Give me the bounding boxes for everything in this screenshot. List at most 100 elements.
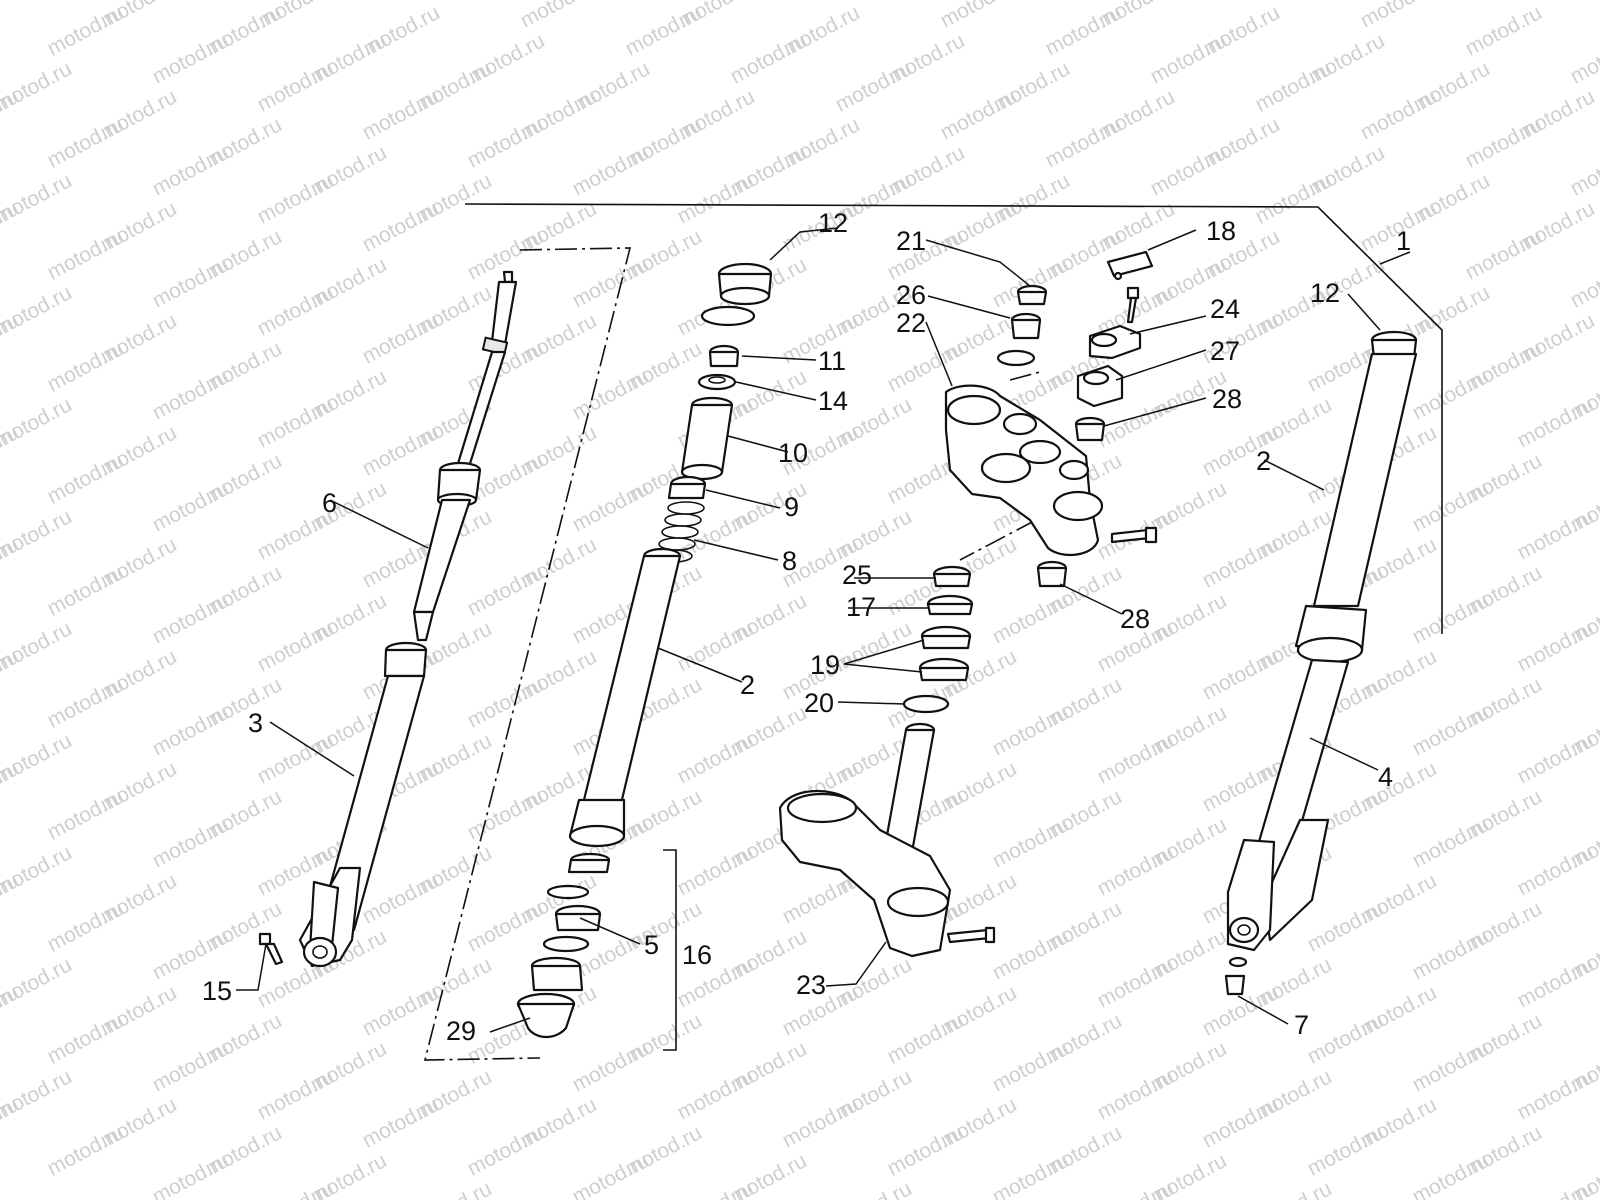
watermark-text: motod.ru	[254, 169, 338, 228]
callout-19: 19	[810, 650, 840, 680]
watermark-text: motod.ru	[1514, 393, 1598, 452]
watermark-text: motod.ru	[674, 169, 758, 228]
watermark-text: motod.ru	[359, 197, 443, 256]
watermark-text: motod.ru	[727, 29, 811, 88]
watermark-text: motod.ru	[569, 477, 653, 536]
watermark-text: motod.ru	[569, 365, 653, 424]
watermark-text: motod.ru	[1409, 365, 1493, 424]
watermark-text: motod.ru	[44, 1009, 128, 1068]
watermark-text: motod.ru	[359, 981, 443, 1040]
callout-22: 22	[896, 308, 926, 338]
callout-15: 15	[202, 976, 232, 1006]
callout-26: 26	[896, 280, 926, 310]
watermark-text: motod.ru	[44, 1121, 128, 1180]
watermark-text: motod.ru	[44, 113, 128, 172]
callout-2-left: 2	[740, 670, 755, 700]
callout-27: 27	[1210, 336, 1240, 366]
watermark-text: motod.ru	[1409, 1149, 1493, 1200]
leader-lines	[236, 227, 1411, 1033]
bearing-19-upper	[920, 625, 972, 650]
fork-tube-2-right	[1294, 352, 1418, 664]
callout-11: 11	[818, 346, 846, 376]
bearing-19-lower	[918, 657, 970, 682]
watermark-text: motod.ru	[44, 561, 128, 620]
watermark-text: motod.ru	[1199, 533, 1283, 592]
watermark-text: motod.ru	[1514, 617, 1598, 676]
watermark-text: motod.ru	[359, 1093, 443, 1152]
bolt-7	[1224, 956, 1248, 996]
watermark-text: motod.ru	[1199, 1093, 1283, 1152]
left-fork-slider	[298, 641, 428, 968]
damper-rod	[412, 270, 518, 642]
watermark-text: motod.ru	[0, 0, 76, 4]
callout-23: 23	[796, 970, 826, 1000]
watermark-text: motod.ru	[569, 141, 653, 200]
callout-4: 4	[1378, 762, 1393, 792]
watermark-text: motod.ru	[44, 673, 128, 732]
watermark-text: motod.ru	[569, 1149, 653, 1200]
callout-12-right: 12	[1310, 278, 1340, 308]
watermark-text: motod.ru	[254, 1065, 338, 1124]
watermark-text: motod.ru	[569, 1037, 653, 1096]
watermark-text: motod.ru	[149, 813, 233, 872]
right-fork-slider-4	[1226, 658, 1350, 952]
callout-3: 3	[248, 708, 263, 738]
watermark-text: motod.ru	[149, 365, 233, 424]
watermark-text: motod.ru	[0, 0, 23, 32]
callout-21: 21	[896, 226, 926, 256]
watermark-text: motod.ru	[149, 701, 233, 760]
watermark-text: motod.ru	[832, 1177, 916, 1200]
watermark-text: motod.ru	[254, 1177, 338, 1200]
watermark-text: motod.ru	[149, 253, 233, 312]
watermark-text: motod.ru	[1409, 589, 1493, 648]
watermark-text: motod.ru	[254, 57, 338, 116]
watermark-text: motod.ru	[674, 1065, 758, 1124]
watermark-text: motod.ru	[1042, 113, 1126, 172]
bushing-26	[1010, 312, 1042, 340]
watermark-text: motod.ru	[254, 617, 338, 676]
watermark-text: motod.ru	[464, 785, 548, 844]
fork-tube-2-left	[568, 547, 682, 848]
watermark-text: motod.ru	[1094, 841, 1178, 900]
watermark-text: motod.ru	[1252, 57, 1336, 116]
callout-25: 25	[842, 560, 872, 590]
watermark-text: motod.ru	[1567, 29, 1600, 88]
group-bracket-16	[663, 849, 677, 1051]
watermark-text: motod.ru	[359, 869, 443, 928]
watermark-text: motod.ru	[464, 561, 548, 620]
watermark-text: motod.ru	[1147, 141, 1231, 200]
watermark-text: motod.ru	[44, 337, 128, 396]
stem-axis-dashline-2	[959, 519, 1037, 561]
watermark-text: motod.ru	[884, 1121, 968, 1180]
nut-11	[708, 344, 740, 368]
watermark-text: motod.ru	[1094, 1065, 1178, 1124]
watermark-text: motod.ru	[1252, 0, 1336, 4]
ring-nut-25	[932, 565, 972, 588]
callout-28-lower: 28	[1120, 604, 1150, 634]
watermark-text: motod.ru	[989, 813, 1073, 872]
washer-top-clamp	[996, 349, 1036, 367]
handlebar-clamp-27	[1076, 364, 1124, 408]
watermark-text: motod.ru	[1514, 505, 1598, 564]
watermark-text: motod.ru	[412, 0, 496, 4]
watermark-text: motod.ru	[622, 1, 706, 60]
watermark-text: motod.ru	[1409, 701, 1493, 760]
callout-17: 17	[846, 592, 876, 622]
nut-21	[1016, 284, 1048, 306]
watermark-text: motod.ru	[1252, 1177, 1336, 1200]
watermark-text: motod.ru	[1094, 1177, 1178, 1200]
callout-6: 6	[322, 488, 337, 518]
upper-triple-clamp-22	[944, 384, 1158, 556]
watermark-text: motod.ru	[1094, 729, 1178, 788]
watermark-text: motod.ru	[1462, 113, 1546, 172]
watermark-text: motod.ru	[832, 57, 916, 116]
watermark-text: motod.ru	[937, 85, 1021, 144]
watermark-text: motod.ru	[674, 1177, 758, 1200]
watermark-text: motod.ru	[989, 925, 1073, 984]
lower-triple-clamp-23	[778, 722, 996, 958]
callout-29: 29	[446, 1016, 476, 1046]
watermark-text: motod.ru	[1462, 1, 1546, 60]
watermark-text: motod.ru	[1567, 141, 1600, 200]
watermark-text: motod.ru	[464, 1121, 548, 1180]
cartridge-group-box	[423, 247, 632, 1061]
